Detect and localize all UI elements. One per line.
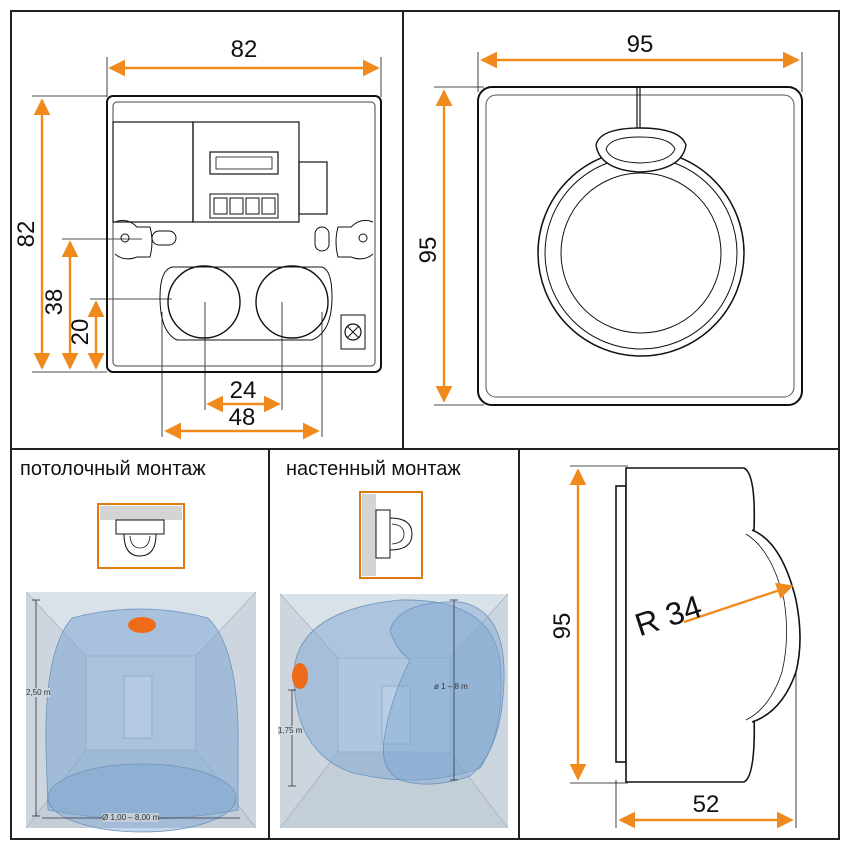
side-profile	[615, 467, 801, 783]
side-view-panel: R 34 95 52	[518, 448, 840, 840]
height-38-label: 38	[41, 289, 68, 316]
cover-width-label: 95	[627, 31, 654, 58]
display-window-inner	[215, 156, 273, 170]
ceiling-mount-drawing	[25, 503, 257, 833]
lens	[560, 172, 722, 334]
wall-surface	[362, 494, 376, 576]
ceiling-surface	[100, 506, 182, 520]
lens-ring	[544, 156, 738, 350]
cable-entry-area	[159, 266, 333, 341]
cable-hole-left	[167, 265, 241, 339]
wall-sensor-marker	[292, 663, 308, 689]
front-view-panel: 82 82 38 20 24 48	[10, 10, 404, 450]
wall-detection-zone	[293, 599, 502, 781]
ceiling-floor-zone	[47, 763, 237, 833]
terminal-left-block	[112, 121, 194, 223]
ceiling-mount-panel: потолочный монтаж 2,50 m Ø 1,	[10, 448, 270, 840]
dimension-arrows	[33, 59, 380, 440]
wall-far-zone	[382, 601, 505, 785]
wall-diameter-label: ø 1 – 8 m	[434, 682, 468, 691]
side-dimension-arrows	[569, 468, 794, 829]
hole-spacing-label: 24	[230, 377, 257, 404]
display-window	[209, 151, 279, 175]
cover-height-label: 95	[415, 237, 442, 264]
cover-dimension-arrows	[435, 51, 800, 403]
front-view-drawing: 82 82 38 20 24 48	[13, 36, 382, 440]
radius-arrow	[683, 582, 794, 624]
height-20-label: 20	[67, 319, 94, 346]
side-height-label: 95	[549, 613, 576, 640]
wall-mount-panel: настенный монтаж 1,75 m ø	[268, 448, 520, 840]
cable-hole-right	[255, 265, 329, 339]
hole-span-label: 48	[229, 404, 256, 431]
mounting-lugs	[114, 219, 374, 260]
ceiling-height-label: 2,50 m	[26, 688, 51, 697]
ceiling-sensor-marker	[128, 617, 156, 633]
wall-sensor-dome-icon	[389, 517, 413, 551]
cover-view-panel: 95 95	[402, 10, 840, 450]
wall-height-label: 1,75 m	[278, 726, 303, 735]
front-width-label: 82	[231, 36, 258, 63]
extension-lines	[32, 57, 382, 437]
sensor-dome-icon	[123, 533, 157, 557]
terminal-screws	[209, 193, 279, 219]
ceiling-diameter-label: Ø 1,00 – 8,00 m	[102, 813, 160, 822]
cover-view-drawing: 95 95	[415, 31, 803, 406]
wall-mount-drawing	[279, 491, 509, 829]
side-depth-label: 52	[693, 791, 720, 818]
earth-screw	[344, 323, 362, 341]
cover-release-tab	[595, 127, 687, 173]
side-view-drawing: R 34 95 52	[549, 465, 801, 829]
wall-mount-caption: настенный монтаж	[286, 458, 461, 480]
earth-terminal	[340, 314, 366, 350]
housing-inner-outline	[112, 101, 376, 367]
front-height-label: 82	[13, 221, 40, 248]
housing-outline	[106, 95, 382, 373]
ceiling-mount-caption: потолочный монтаж	[20, 458, 206, 480]
ceiling-detection-zone	[45, 608, 239, 820]
side-connector	[298, 161, 328, 215]
lens-ring-outer	[537, 149, 745, 357]
